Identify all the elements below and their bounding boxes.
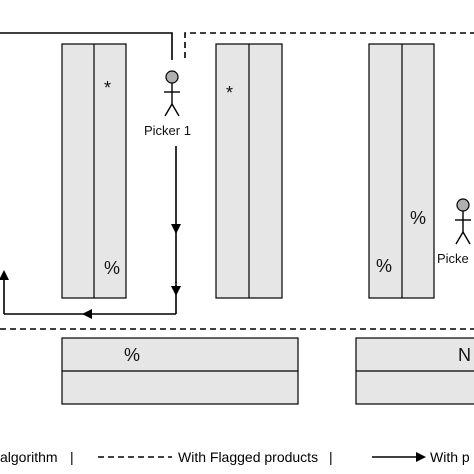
legend-item-flagged-products: With Flagged products <box>178 449 319 465</box>
rack-bottom-left <box>61 337 299 405</box>
star-marker-rack-1: * <box>104 78 112 98</box>
percent-marker-bottom-rack: % <box>124 345 141 365</box>
percent-marker-rack-3-right: % <box>410 208 427 228</box>
star-marker-rack-2: * <box>226 83 234 103</box>
picker-1-label: Picker 1 <box>144 123 191 138</box>
picker-1-icon <box>164 70 180 117</box>
percent-marker-rack-1: % <box>104 258 121 278</box>
legend-item-algorithm: algorithm <box>0 449 58 465</box>
legend-item-with-p: With p <box>430 449 470 465</box>
picker-2-icon <box>455 198 471 245</box>
solid-route <box>0 32 181 319</box>
picker-2-label: Picke <box>437 251 469 266</box>
percent-marker-rack-3-left: % <box>376 256 393 276</box>
rack-1 <box>61 43 127 299</box>
rack-2 <box>215 43 283 299</box>
dashed-route <box>0 32 474 330</box>
rack-3 <box>368 43 435 299</box>
rack-right-partial-label: N <box>458 345 471 365</box>
legend-separator-2: | <box>329 449 333 465</box>
rack-bottom-right <box>355 337 474 405</box>
legend-separator-1: | <box>70 449 74 465</box>
